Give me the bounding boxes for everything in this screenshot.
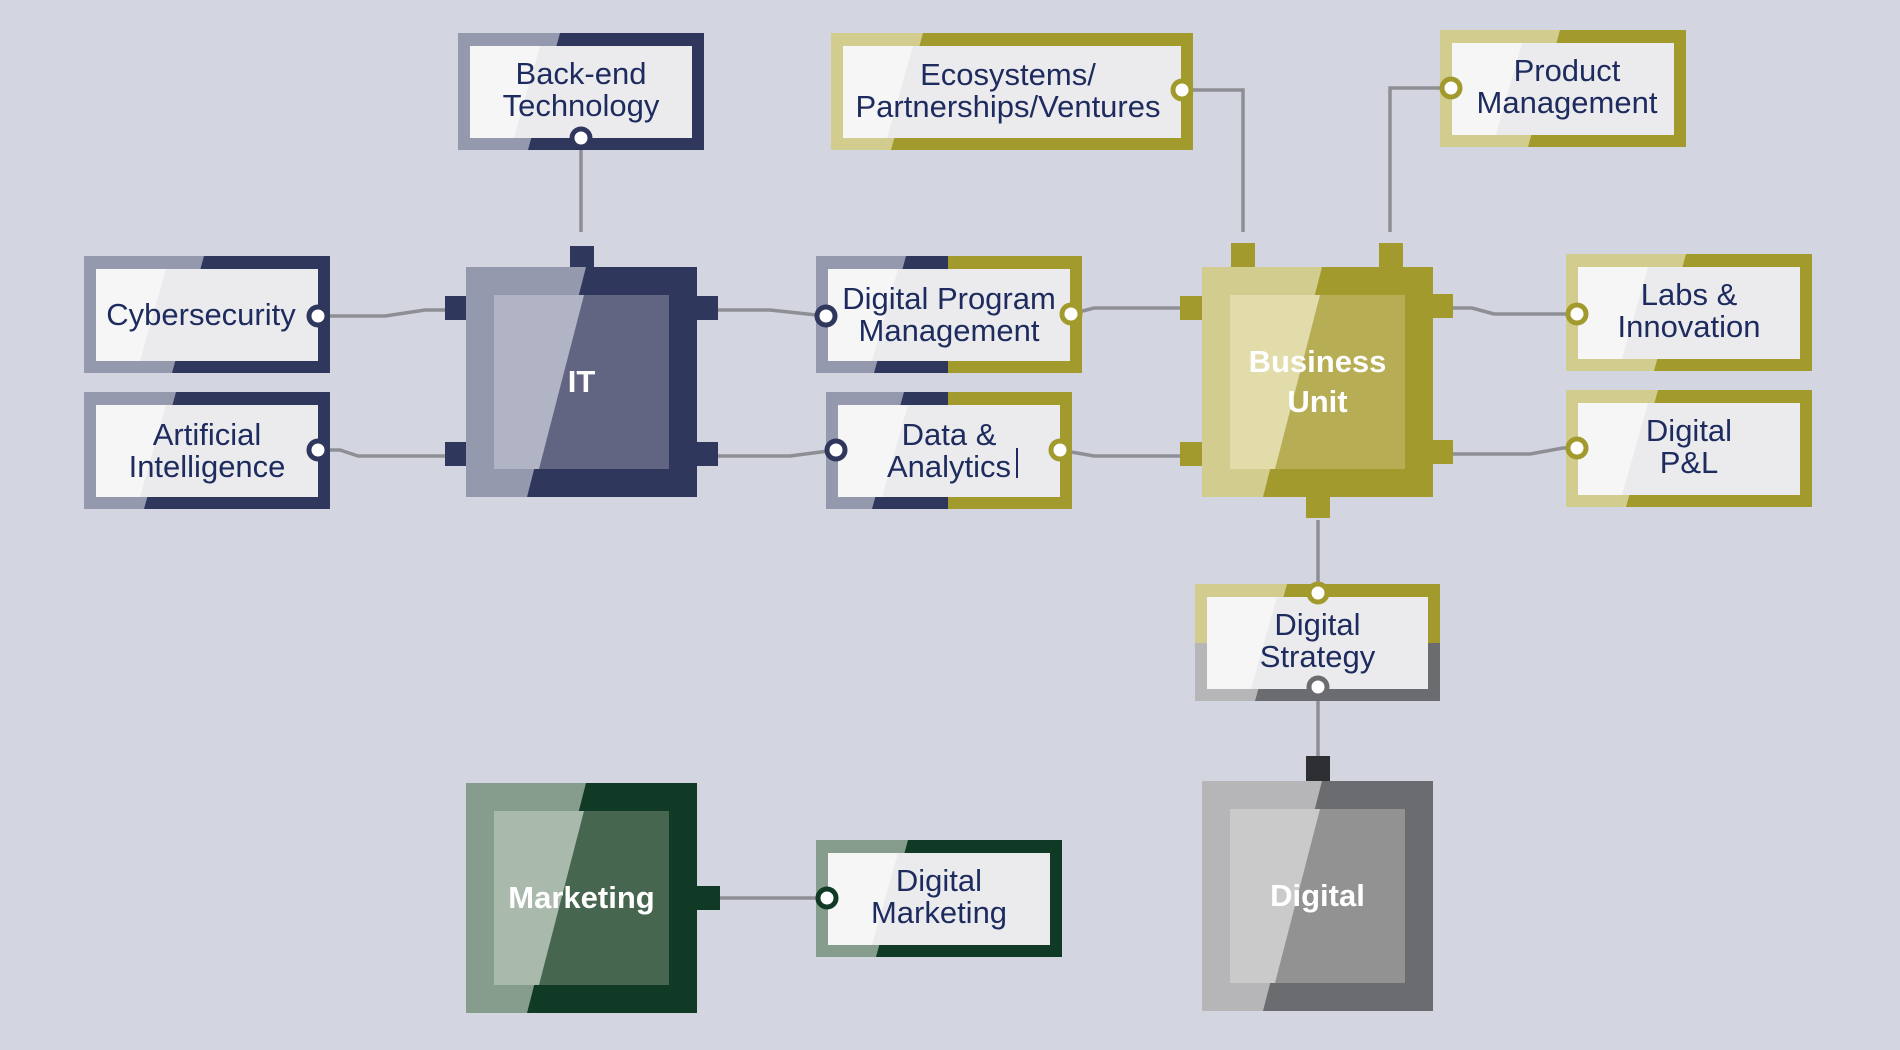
hub-it[interactable]	[445, 246, 718, 497]
port-cybersecurity	[306, 304, 330, 328]
card-ecosystems[interactable]	[831, 33, 1193, 150]
port-ecosystems	[1170, 78, 1194, 102]
port-dpm-left	[814, 304, 838, 328]
card-data-analytics[interactable]	[826, 392, 1072, 509]
card-digital-program-management[interactable]	[816, 256, 1082, 373]
wire-bu-labs	[1436, 306, 1577, 316]
wire-dpm-bu	[1070, 306, 1180, 316]
card-digital-marketing[interactable]	[816, 840, 1062, 957]
wire-cybersecurity-it	[318, 308, 445, 318]
port-labs	[1565, 302, 1589, 326]
card-labs-innovation[interactable]	[1566, 254, 1812, 371]
port-pl	[1565, 436, 1589, 460]
port-backend	[569, 126, 593, 150]
card-digital-pl[interactable]	[1566, 390, 1812, 507]
hub-digital[interactable]	[1202, 756, 1433, 1011]
port-strategy-top	[1306, 581, 1330, 605]
wire-da-bu	[1059, 448, 1180, 458]
wire-ecosystems-bu	[1182, 88, 1245, 232]
wire-it-da	[716, 448, 837, 458]
text-cursor	[1016, 448, 1018, 478]
card-artificial-intelligence[interactable]	[84, 392, 330, 509]
connector-ports	[306, 76, 1589, 910]
wire-ai-it	[318, 448, 445, 458]
hub-marketing[interactable]	[466, 783, 720, 1013]
port-product	[1439, 76, 1463, 100]
port-da-left	[824, 438, 848, 462]
port-strategy-bottom	[1306, 675, 1330, 699]
port-ai	[306, 438, 330, 462]
wire-bu-pl	[1436, 446, 1577, 456]
card-digital-strategy[interactable]	[1195, 584, 1440, 701]
hub-business-unit[interactable]	[1180, 243, 1453, 518]
wire-it-dpm	[716, 308, 827, 318]
card-product-management[interactable]	[1440, 30, 1686, 147]
port-digital-marketing	[815, 886, 839, 910]
port-da-right	[1048, 438, 1072, 462]
port-dpm-right	[1059, 302, 1083, 326]
card-cybersecurity[interactable]	[84, 256, 330, 373]
wire-product-bu	[1388, 86, 1451, 232]
